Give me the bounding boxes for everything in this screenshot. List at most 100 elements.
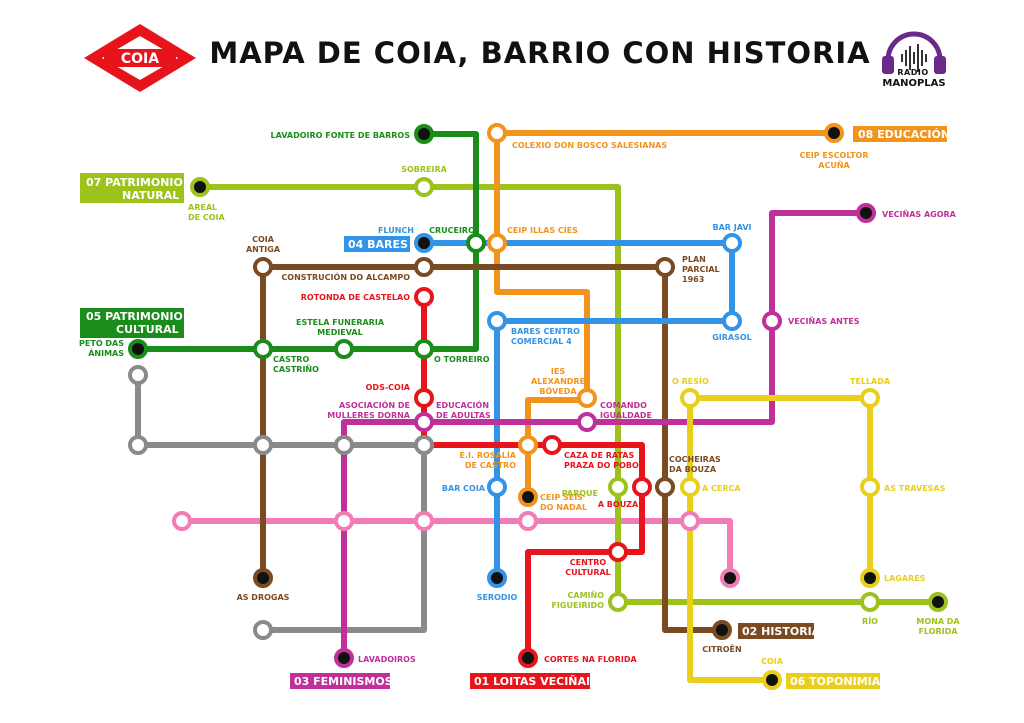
- station-ceip-illas: [487, 233, 507, 253]
- station-citroen: [712, 620, 732, 640]
- line-educacion: [494, 130, 837, 500]
- station-ceip-seis: [518, 487, 538, 507]
- label: ANTIGA: [246, 245, 281, 254]
- line-feminismos: [341, 210, 869, 661]
- label: COCHEIRAS: [669, 455, 721, 464]
- station-comando: [577, 412, 597, 432]
- station-gray-1: [128, 365, 148, 385]
- station-coia-end: [762, 670, 782, 690]
- station-gray-2: [128, 435, 148, 455]
- station-gray-4: [334, 435, 354, 455]
- radio-label: RADIO: [897, 68, 929, 77]
- label: FIGUEIRIDO: [551, 601, 604, 610]
- label: E.I. ROSALÍA: [460, 449, 517, 460]
- page-title: MAPA DE COIA, BARRIO CON HISTORIA: [209, 36, 871, 70]
- label: ESTELA FUNERARIA: [296, 318, 385, 327]
- label: VECIÑAS ANTES: [788, 316, 860, 326]
- label: COIA: [761, 657, 784, 666]
- label: DA BOUZA: [669, 465, 717, 474]
- label: DE ADULTAS: [436, 411, 491, 420]
- station-lavadoiros: [334, 648, 354, 668]
- label: COLEXIO DON BOSCO SALESIANAS: [512, 141, 667, 150]
- label: 1963: [682, 275, 704, 284]
- label: CONSTRUCIÓN DO ALCAMPO: [281, 271, 410, 282]
- station-rotonda: [414, 287, 434, 307]
- station-o-resio: [680, 388, 700, 408]
- label: COIA: [252, 235, 275, 244]
- station-caza: [542, 435, 562, 455]
- badge-patrimonio-natural-2: NATURAL: [122, 189, 179, 202]
- station-rio: [860, 592, 880, 612]
- station-coia-antiga: [253, 257, 273, 277]
- label: DE CASTRO: [465, 461, 516, 470]
- station-pink-2: [334, 511, 354, 531]
- label: VECIÑAS AGORA: [882, 209, 957, 219]
- label: AS TRAVESAS: [884, 484, 946, 493]
- label: BARES CENTRO: [511, 327, 580, 336]
- label: CASTRIÑO: [273, 364, 319, 374]
- label: CEIP ESCOLTOR: [799, 151, 868, 160]
- station-bar-javi: [722, 233, 742, 253]
- station-pink-1: [172, 511, 192, 531]
- station-torreiro: [414, 339, 434, 359]
- station-as-travesas: [860, 477, 880, 497]
- badge-toponimia: 06 TOPONIMIA: [790, 675, 881, 688]
- label: CAZA DE RATAS: [564, 451, 634, 460]
- label: RÍO: [862, 615, 878, 626]
- label: O TORREIRO: [434, 355, 490, 364]
- station-bar-coia: [487, 477, 507, 497]
- station-camino: [608, 592, 628, 612]
- station-colexio: [487, 123, 507, 143]
- station-as-drogas: [253, 568, 273, 588]
- badge-educacion: 08 EDUCACIÓN: [858, 128, 950, 141]
- station-centro-cultural: [608, 542, 628, 562]
- station-tellada: [860, 388, 880, 408]
- badge-bares: 04 BARES: [348, 238, 408, 251]
- station-gray-6: [253, 620, 273, 640]
- station-vecinas-antes: [762, 311, 782, 331]
- label: LAGARES: [884, 574, 926, 583]
- badge-patrimonio-natural-1: 07 PATRIMONIO: [86, 176, 183, 189]
- line-pink: [179, 518, 733, 581]
- station-ies: [577, 388, 597, 408]
- badge-loitas: 01 LOITAS VECIÑAIS: [474, 675, 598, 688]
- label: CRUCEIRO: [429, 226, 475, 235]
- label: FLORIDA: [918, 627, 958, 636]
- coia-logo: COIA: [84, 24, 196, 92]
- label: FLUNCH: [378, 226, 414, 235]
- station-vecinas-agora: [856, 203, 876, 223]
- label: CASTRO: [273, 355, 309, 364]
- label: PARCIAL: [682, 265, 720, 274]
- label: PETO DAS: [79, 339, 124, 348]
- station-plan-parcial: [655, 257, 675, 277]
- label: PLAN: [682, 255, 706, 264]
- svg-text:COIA: COIA: [121, 51, 159, 67]
- station-flunch: [414, 233, 434, 253]
- label: A CERCA: [702, 484, 741, 493]
- label: PRAZA DO POBO: [564, 461, 639, 470]
- station-ceip-escolter: [824, 123, 844, 143]
- label: CEIP SEIS: [540, 493, 583, 502]
- station-a-bouza: [632, 477, 652, 497]
- station-pink-5: [680, 511, 700, 531]
- label: CITROËN: [702, 644, 741, 654]
- label: CULTURAL: [565, 568, 611, 577]
- badge-patrimonio-cultural-2: CULTURAL: [116, 323, 179, 336]
- station-cocheiras: [655, 477, 675, 497]
- label: COMERCIAL 4: [511, 337, 572, 346]
- label: LAVADOIRO FONTE DE BARROS: [271, 131, 411, 140]
- legend-badges: 08 EDUCACIÓN 07 PATRIMONIO NATURAL 04 BA…: [80, 126, 950, 689]
- station-castro: [253, 339, 273, 359]
- station-ods: [414, 388, 434, 408]
- station-estela: [334, 339, 354, 359]
- station-serodio: [487, 568, 507, 588]
- station-a-cerca: [680, 477, 700, 497]
- label: MONA DA: [916, 617, 960, 626]
- station-pink-3: [414, 511, 434, 531]
- label: ODS-COIA: [366, 383, 411, 392]
- label: IES: [551, 367, 565, 376]
- label: CAMIÑO: [568, 590, 605, 600]
- radio-name: MANOPLAS: [882, 78, 946, 89]
- label: ROTONDA DE CASTELAO: [301, 293, 410, 302]
